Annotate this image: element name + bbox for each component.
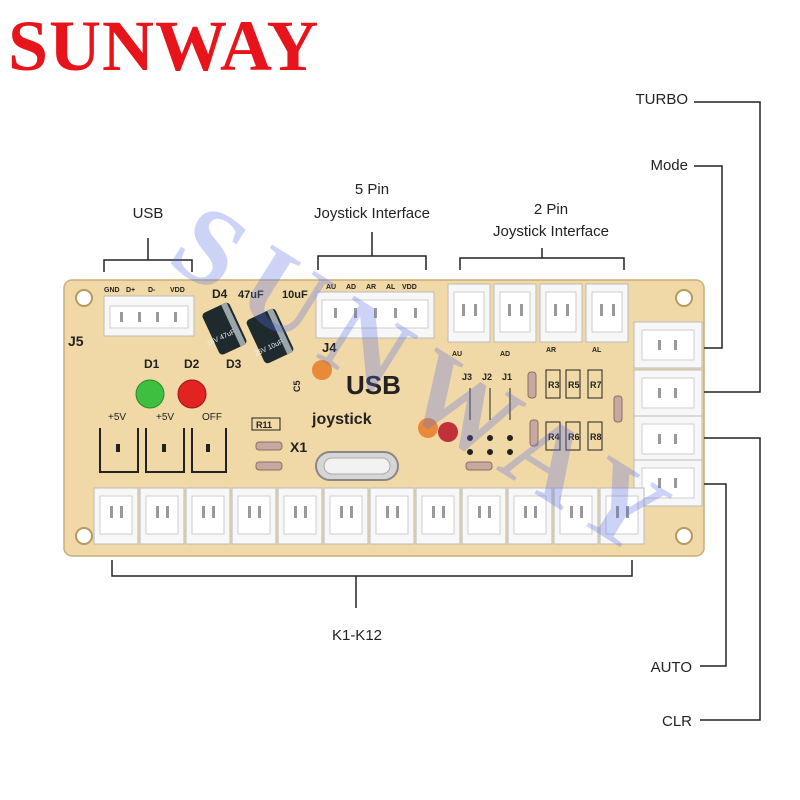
- j5-pin-dminus: D-: [148, 287, 156, 294]
- chip-label-usb: USB: [346, 370, 401, 400]
- resistor-r4: R4: [548, 432, 560, 442]
- resistor-r5: R5: [568, 380, 580, 390]
- five-pin-callout-line1: 5 Pin: [354, 181, 390, 198]
- two-pin-callout-line1: 2 Pin: [533, 201, 569, 218]
- j4-pin-vdd: VDD: [402, 284, 417, 291]
- capacitor-10uf: [246, 308, 294, 364]
- k1-k12-callout-label: K1-K12: [331, 627, 383, 644]
- side-pin-al: AL: [592, 347, 602, 354]
- j4-pin-ar: AR: [366, 284, 376, 291]
- led-label-d1: D1: [144, 357, 160, 371]
- led-label-d4: D4: [212, 287, 228, 301]
- jumper-j3: J3: [462, 372, 472, 420]
- j5-pin-dplus: D+: [126, 287, 135, 294]
- two-pin-callout-line2: Joystick Interface: [493, 223, 609, 240]
- resistor-r6: R6: [568, 432, 580, 442]
- resistor-r8: R8: [590, 432, 602, 442]
- ceramic-cap-orange: [312, 360, 332, 380]
- j4-pin-ad: AD: [346, 284, 356, 291]
- turbo-callout-label: TURBO: [635, 91, 689, 108]
- led-green: [135, 379, 165, 409]
- right-connectors: [633, 321, 703, 507]
- five-pin-callout-line2: Joystick Interface: [314, 205, 430, 222]
- led-label-d3: D3: [226, 357, 242, 371]
- k-button-connectors: [93, 487, 645, 545]
- led-label-d2: D2: [184, 357, 200, 371]
- j5-label: J5: [68, 333, 84, 349]
- svg-text:R11: R11: [256, 420, 272, 430]
- clr-callout-label: CLR: [661, 713, 692, 730]
- mounting-holes: [75, 289, 693, 545]
- five-pin-connector-j4: [315, 291, 435, 339]
- power-label-1: +5V: [108, 412, 126, 423]
- usb-connector-j5: [103, 295, 195, 337]
- ceramic-cap-red: [438, 422, 458, 442]
- resistor-r11: R11: [251, 417, 281, 431]
- jumper-j1: J1: [502, 372, 512, 420]
- cap-10uf-label: 10uF: [282, 289, 308, 301]
- svg-text:J3: J3: [462, 372, 472, 382]
- side-pin-ad: AD: [500, 351, 510, 358]
- led-red: [177, 379, 207, 409]
- j4-pin-al: AL: [386, 284, 396, 291]
- cap-47uf-label: 47uF: [238, 289, 264, 301]
- brand-logo: SUNWAY: [8, 6, 320, 86]
- resistor-r3: R3: [548, 380, 560, 390]
- side-pin-ar: AR: [546, 347, 556, 354]
- callout-lines: [103, 101, 761, 721]
- cap-c5-label: C5: [292, 380, 302, 392]
- two-pin-connectors: [447, 283, 629, 343]
- jumper-j2: J2: [482, 372, 492, 420]
- chip-label-joystick: joystick: [311, 411, 372, 428]
- side-pin-au: AU: [452, 351, 462, 358]
- j5-pin-vdd: VDD: [170, 287, 185, 294]
- j5-pin-gnd: GND: [104, 287, 120, 294]
- auto-callout-label: AUTO: [650, 659, 692, 676]
- resistor-array: [545, 369, 603, 451]
- crystal-label: X1: [290, 439, 307, 455]
- power-label-off: OFF: [202, 412, 222, 423]
- power-jumpers: [99, 428, 227, 473]
- j4-label: J4: [322, 340, 337, 355]
- ceramic-cap-orange-2: [418, 418, 438, 438]
- power-label-2: +5V: [156, 412, 174, 423]
- svg-text:J1: J1: [502, 372, 512, 382]
- resistor-r7: R7: [590, 380, 602, 390]
- mode-callout-label: Mode: [650, 157, 688, 174]
- usb-callout-label: USB: [132, 205, 164, 222]
- capacitor-47uf: [202, 302, 247, 355]
- svg-text:J2: J2: [482, 372, 492, 382]
- j4-pin-au: AU: [326, 284, 336, 291]
